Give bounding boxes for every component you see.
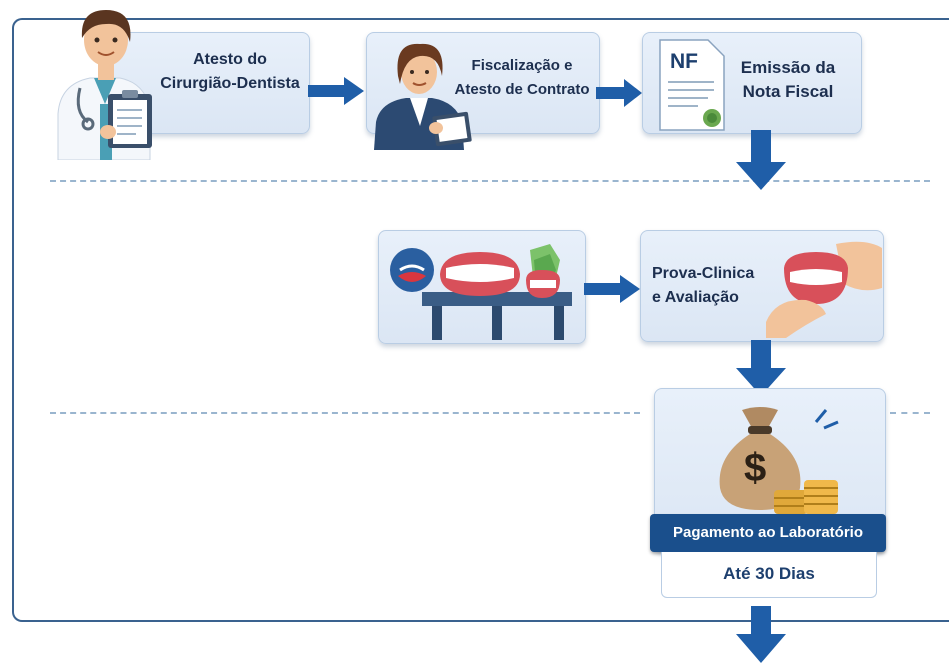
section-divider-2b [890,412,930,414]
invoice-badge: NF [670,50,698,73]
currency-symbol: $ [744,446,767,490]
dentures-fitting-icon [766,238,884,338]
section-divider-2 [50,412,640,414]
arrow-right-2 [596,78,644,108]
arrow-down-3 [734,606,788,663]
step-fiscalizacao-line2: Atesto de Contrato [454,81,590,98]
step-atesto-line2: Cirurgião-Dentista [160,75,300,92]
dentist-icon [50,4,160,160]
pagamento-banner: Pagamento ao Laboratório [650,514,886,552]
step-fiscalizacao-line1: Fiscalização e [471,57,573,74]
step-atesto-line1: Atesto do [193,51,267,68]
step-emissao-line2: Nota Fiscal [742,82,834,101]
coins-icon [774,476,840,516]
inspector-icon [370,30,476,150]
arrow-down-1 [734,130,788,192]
step-prova-line1: Prova-Clinica [652,265,755,282]
invoice-icon [658,38,726,132]
step-fiscalizacao-label: Fiscalização e Atesto de Contrato [448,54,596,102]
arrow-right-1 [308,76,366,106]
sparkle-icon [812,404,840,434]
section-divider-1 [50,180,930,182]
step-emissao-line1: Emissão da [740,58,836,77]
step-atesto-label: Atesto do Cirurgião-Dentista [150,48,310,96]
step-prova-label: Prova-Clinica e Avaliação [652,262,770,310]
step-prova-line2: e Avaliação [652,289,739,306]
step-emissao-label: Emissão da Nota Fiscal [726,56,850,104]
dentures-icon [384,240,580,342]
arrow-down-2 [734,340,788,398]
arrow-right-3 [584,274,642,304]
process-frame [12,18,949,622]
pagamento-deadline: Até 30 Dias [661,552,877,598]
